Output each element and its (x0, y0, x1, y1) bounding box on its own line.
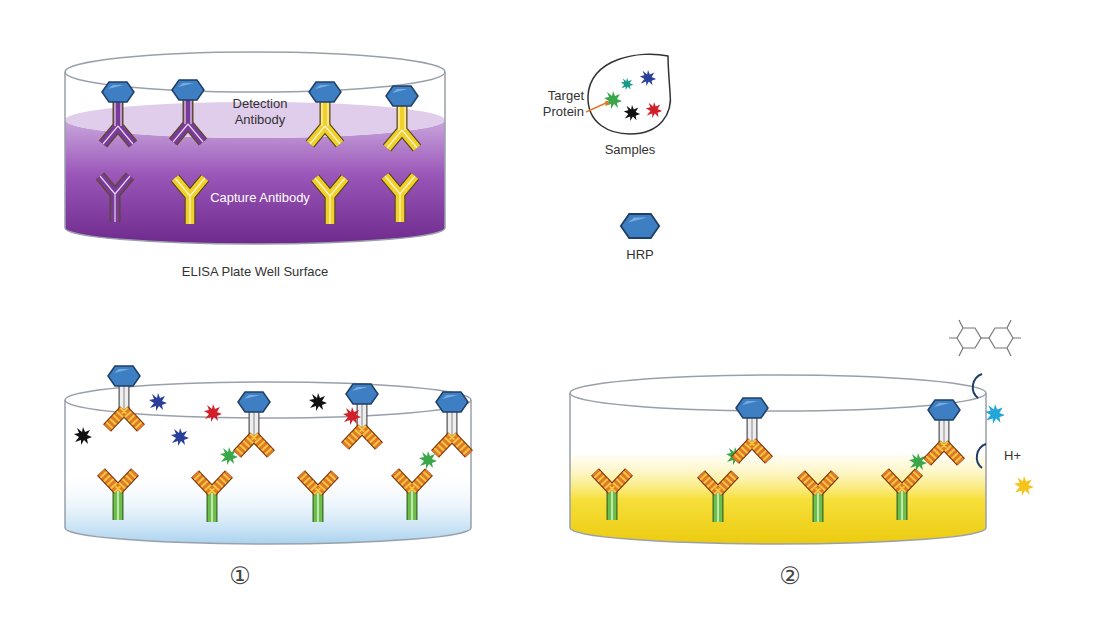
part-label: HRP (610, 247, 670, 263)
node-text: Detection Antibody (210, 96, 310, 128)
node-text: Samples (575, 142, 685, 158)
sample-droplet (604, 91, 622, 109)
detection-antibodies (172, 80, 204, 142)
callout-label: Target Protein (522, 88, 584, 120)
antibodies-step-1 (419, 451, 437, 469)
step-number: ① (222, 562, 258, 590)
product (985, 404, 1005, 424)
antibodies-step-1 (435, 392, 469, 454)
sample-droplet (588, 54, 670, 134)
antibodies-step-1 (343, 407, 361, 425)
sample-droplet (588, 54, 670, 134)
antibodies-step-1 (74, 366, 469, 522)
plate-well (65, 400, 471, 544)
detection-antibodies (102, 80, 418, 148)
plate-well (570, 375, 986, 544)
tmb-molecule (989, 328, 1013, 348)
antibodies-step-2 (595, 472, 629, 520)
antibodies-step-2 (885, 472, 919, 520)
leader-line (586, 103, 606, 112)
antibodies-step-2 (909, 453, 927, 471)
antibodies-step-1 (309, 393, 327, 411)
antibodies-step-1 (204, 404, 222, 422)
detection-antibodies (102, 82, 134, 144)
sample-droplet: Samples (575, 50, 685, 162)
tmb-molecule (949, 320, 1021, 356)
capture-antibodies (315, 178, 345, 224)
antibodies-step-2 (801, 474, 835, 522)
step-number: ② (772, 562, 808, 590)
reaction-arrow (977, 444, 986, 468)
leader-dot (605, 101, 609, 105)
capture-antibodies (175, 178, 205, 224)
capture-antibodies (385, 176, 415, 222)
antibodies-step-2 (927, 400, 961, 462)
antibodies-step-2 (701, 474, 735, 522)
antibodies-step-1 (171, 428, 189, 446)
hrp-icon (621, 214, 659, 238)
plate-well (570, 455, 986, 544)
hrp-icon (621, 214, 659, 238)
antibodies-step-1 (74, 427, 92, 445)
antibodies-step-1 (101, 472, 135, 520)
antibodies-step-1 (301, 474, 335, 522)
detection-antibodies (309, 82, 341, 144)
detection-antibodies (386, 86, 418, 148)
plate-well (65, 72, 445, 244)
antibodies-step-1 (237, 392, 271, 454)
sample-droplet (646, 102, 662, 118)
plate-well (570, 393, 986, 544)
sample-droplet (624, 105, 640, 121)
antibodies-step-1 (149, 393, 167, 411)
plate-well (570, 375, 986, 411)
antibodies-step-1 (395, 472, 429, 520)
node-text: Capture Antibody (205, 190, 315, 206)
antibodies-step-1 (195, 474, 229, 522)
sample-droplet (621, 78, 634, 91)
plate-well (65, 470, 471, 544)
antibodies-step-2 (595, 398, 961, 522)
plate-well (65, 52, 445, 244)
tmb-molecule (949, 320, 1021, 356)
product (1014, 476, 1034, 496)
tmb-molecule (957, 328, 981, 348)
reaction-arrow (973, 374, 982, 398)
node-text: ELISA Plate Well Surface (60, 264, 450, 280)
capture-antibodies (100, 176, 130, 222)
sample-droplet (640, 70, 656, 86)
plate-well: Detection AntibodyCapture AntibodyELISA … (60, 50, 450, 285)
capture-antibodies (100, 176, 415, 224)
tmb-molecule (981, 337, 989, 338)
antibodies-step-2 (735, 398, 769, 460)
antibodies-step-1 (107, 366, 141, 428)
ion-label: H+ (1004, 448, 1038, 464)
